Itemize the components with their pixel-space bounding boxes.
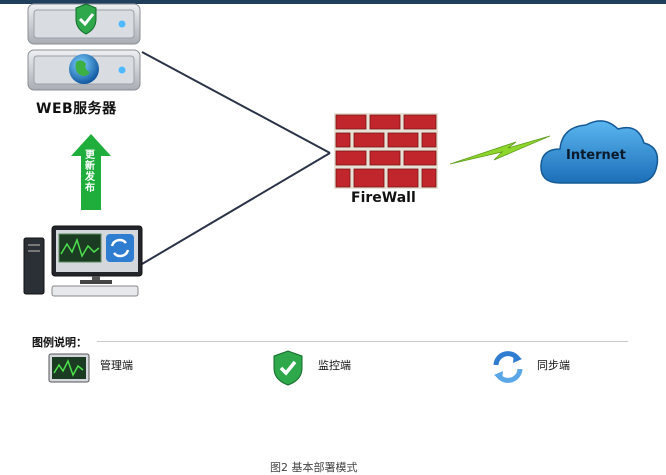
legend-title: 图例说明： [32,336,87,349]
figure-caption: 图2 基本部署模式 [270,461,358,474]
publish-arrow-label: 更新发布 [85,150,95,194]
legend-label-monitor: 监控端 [318,359,351,372]
legend-label-sync: 同步端 [537,359,570,372]
internet-label: Internet [566,148,626,163]
sync-icon [493,351,523,383]
publish-arrow-icon [71,134,111,210]
web-server-label: WEB服务器 [36,101,117,117]
firewall-icon [334,113,438,189]
management-pc-icon [23,225,143,297]
client-firewall-line [141,152,331,265]
firewall-label: FireWall [351,190,416,206]
legend-divider [97,341,628,342]
lightning-bolt-icon [450,135,550,165]
top-bar [0,0,666,4]
legend-label-management: 管理端 [100,359,133,372]
web-server-icon [27,3,141,91]
internet-cloud-icon [540,120,659,184]
shield-check-icon [273,350,303,386]
monitor-icon [48,353,90,383]
server-firewall-line [141,51,331,154]
